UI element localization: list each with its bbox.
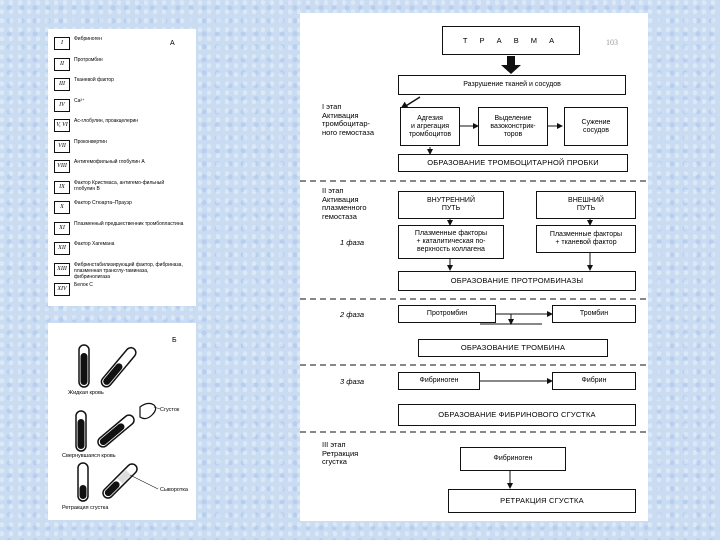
- factor-row: X Фактор Стюарта–Прауэр: [54, 199, 190, 217]
- factor-number: III: [54, 78, 70, 91]
- tube-liquid-upright: [78, 344, 90, 388]
- factor-name: Проконвертин: [74, 138, 107, 145]
- tissue-damage-box: Разрушение тканей и сосудов: [398, 75, 626, 95]
- factor-name: Фактор Стюарта–Прауэр: [74, 200, 132, 206]
- factor-row: XII Фактор Хагемана: [54, 240, 190, 258]
- factor-number: XI: [54, 221, 70, 235]
- factor-name: Фибринстабилизирующий фактор, фибриназа,…: [74, 261, 183, 280]
- extrinsic-factors-box: Плазменные факторы + тканевой фактор: [536, 225, 636, 253]
- factor-row: V, VI Ac-глобулин, проакцелерин: [54, 117, 190, 135]
- factor-name: Ca²⁺: [74, 97, 85, 104]
- flowchart-connectors: [300, 56, 648, 489]
- factor-name: Фактор Хагемана: [74, 241, 115, 247]
- stage2-label: II этап Активация плазменного гемостаза: [322, 186, 367, 221]
- factor-name: Белок С: [74, 282, 93, 288]
- factor-name: Антигемофильный глобулин А: [74, 159, 145, 165]
- factor-row: VIII Антигемофильный глобулин А: [54, 158, 190, 176]
- factor-row: XIV Белок С: [54, 281, 190, 299]
- caption-clot: Сгусток: [160, 407, 180, 413]
- factor-number: I: [54, 37, 70, 50]
- fibrinogen2-box: Фибриноген: [460, 447, 566, 471]
- tube-clotted-upright: [75, 410, 87, 452]
- fibrin-box: Фибрин: [552, 372, 636, 390]
- page-number: 103: [606, 38, 618, 47]
- factor-name: Тканевой фактор: [74, 77, 114, 83]
- prothrombin-box: Протромбин: [398, 305, 496, 323]
- prothrombinase-box: ОБРАЗОВАНИЕ ПРОТРОМБИНАЗЫ: [398, 271, 636, 291]
- factor-row: II Протромбин: [54, 56, 190, 74]
- thrombin-box: Тромбин: [552, 305, 636, 323]
- factor-number: XIV: [54, 283, 70, 296]
- factor-name: Фибриноген: [74, 36, 102, 42]
- factor-number: X: [54, 201, 70, 214]
- factor-row: IX Фактор Кристмаса, антигемо-фильный гло…: [54, 179, 190, 197]
- fibrinogen-box: Фибриноген: [398, 372, 480, 390]
- panel-letter-b: Б: [172, 337, 177, 344]
- factor-row: IV Ca²⁺: [54, 97, 190, 115]
- factor-number: VIII: [54, 160, 70, 173]
- factor-name: Протромбин: [74, 56, 103, 63]
- factor-name: Плазменный предшественник тромбопластина: [74, 220, 184, 227]
- phase3-label: 3 фаза: [340, 377, 365, 386]
- thrombin-formation-box: ОБРАЗОВАНИЕ ТРОМБИНА: [418, 339, 608, 357]
- stage3-label: III этап Ретракция сгустка: [322, 440, 359, 466]
- tube-retraction-tilted: [102, 463, 138, 499]
- factor-number: IX: [54, 180, 70, 194]
- caption-retraction: Ретракция сгустка: [62, 505, 109, 511]
- factor-number: V, VI: [54, 119, 70, 132]
- factor-name: Фактор Кристмаса, антигемо-фильный глобу…: [74, 179, 165, 192]
- intrinsic-path-box: ВНУТРЕННИЙ ПУТЬ: [398, 191, 504, 219]
- vessel-narrowing-box: Сужение сосудов: [564, 107, 628, 146]
- stage1-label: I этап Активация тромбоцитар- ного гемос…: [322, 102, 375, 137]
- tube-clotted-tilted: [97, 414, 135, 448]
- factor-number: VII: [54, 139, 70, 153]
- caption-liquid-blood: Жидкая кровь: [68, 390, 104, 396]
- test-tubes-illustration: [75, 344, 161, 502]
- factor-row: XI Плазменный предшественник тромбопласти…: [54, 220, 190, 238]
- clot-shape: [139, 402, 157, 420]
- caption-serum: Сыворотка: [160, 487, 188, 493]
- platelet-plug-box: ОБРАЗОВАНИЕ ТРОМБОЦИТАРНОЙ ПРОБКИ: [398, 154, 628, 172]
- extrinsic-path-box: ВНЕШНИЙ ПУТЬ: [536, 191, 636, 219]
- factor-row: VII Проконвертин: [54, 138, 190, 156]
- tube-liquid-tilted: [100, 346, 137, 388]
- phase2-label: 2 фаза: [340, 310, 365, 319]
- factor-number: II: [54, 57, 70, 71]
- factor-row: III Тканевой фактор: [54, 76, 190, 94]
- factor-number: XII: [54, 242, 70, 255]
- caption-clotted-blood: Свернувшаяся кровь: [62, 453, 116, 459]
- fibrin-clot-box: ОБРАЗОВАНИЕ ФИБРИНОВОГО СГУСТКА: [398, 404, 636, 426]
- trauma-box: Т Р А В М А: [442, 26, 580, 55]
- factor-name: Ac-глобулин, проакцелерин: [74, 118, 139, 124]
- vasoconstrictors-box: Выделение вазоконстрик- торов: [478, 107, 548, 146]
- tube-retraction-upright: [77, 462, 89, 502]
- factor-number: XIII: [54, 262, 70, 276]
- tubes-panel: Б Жидкая кр: [48, 323, 196, 520]
- clot-retraction-box: РЕТРАКЦИЯ СГУСТКА: [448, 489, 636, 513]
- adhesion-box: Адгезия и агрегация тромбоцитов: [400, 107, 460, 146]
- intrinsic-factors-box: Плазменные факторы + каталитическая по- …: [398, 225, 504, 259]
- panel-letter-a: А: [170, 40, 175, 47]
- factor-row: I Фибриноген: [54, 35, 190, 53]
- factor-number: IV: [54, 98, 70, 112]
- factor-row: XIII Фибринстабилизирующий фактор, фибрин…: [54, 261, 190, 280]
- phase1-label: 1 фаза: [340, 238, 365, 247]
- hemostasis-flowchart: 103 Т Р А В М А Разрушение тканей и сосу…: [300, 13, 648, 521]
